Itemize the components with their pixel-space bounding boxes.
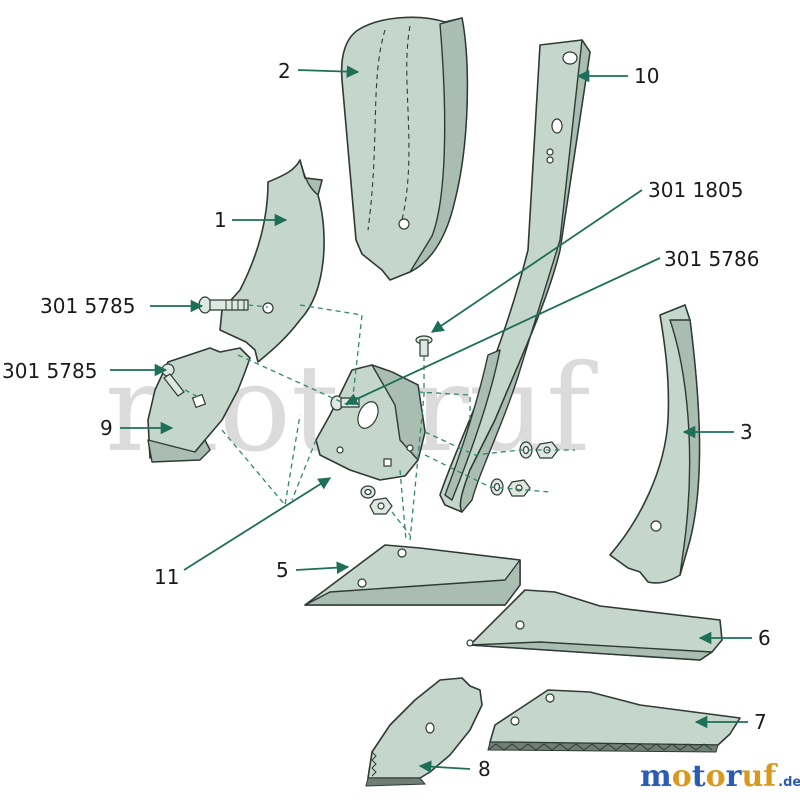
assembly-dashed-lines	[184, 304, 575, 541]
washers-and-nuts	[360, 441, 559, 515]
logo-suffix: .de	[778, 775, 800, 790]
part-10-standard-beam	[439, 39, 591, 513]
callout-301-5785-lower: 301 5785	[2, 359, 97, 383]
callout-9: 9	[100, 416, 113, 440]
callout-labels: 2 1 301 5785 301 5785 9 10 301 1805 301 …	[2, 59, 771, 781]
callout-6: 6	[758, 626, 771, 650]
screw-301-1805	[415, 335, 433, 357]
part-6-share	[466, 589, 723, 661]
callout-301-1805: 301 1805	[648, 178, 743, 202]
callout-301-5785-upper: 301 5785	[40, 294, 135, 318]
logo-wordmark: motoruf	[640, 759, 778, 794]
callout-2: 2	[278, 59, 291, 83]
callout-3: 3	[740, 420, 753, 444]
svg-text:motoruf.de: motoruf.de	[640, 759, 800, 794]
callout-10: 10	[634, 64, 659, 88]
callout-11: 11	[154, 565, 179, 589]
callout-301-5786: 301 5786	[664, 247, 759, 271]
leader-lines	[110, 65, 752, 773]
part-9-point	[147, 347, 251, 463]
callout-1: 1	[214, 208, 227, 232]
callout-5: 5	[276, 558, 289, 582]
part-5-share	[304, 544, 521, 606]
bolt-301-5785-upper	[198, 296, 249, 314]
part-2-mouldboard	[340, 16, 469, 281]
part-1-shin	[219, 159, 325, 363]
part-7-serrated-share	[487, 689, 741, 753]
callout-8: 8	[478, 757, 491, 781]
part-8-serrated-point	[365, 677, 483, 787]
part-3-landside	[609, 304, 701, 584]
motoruf-logo: motoruf.de	[640, 759, 800, 794]
callout-7: 7	[754, 710, 767, 734]
